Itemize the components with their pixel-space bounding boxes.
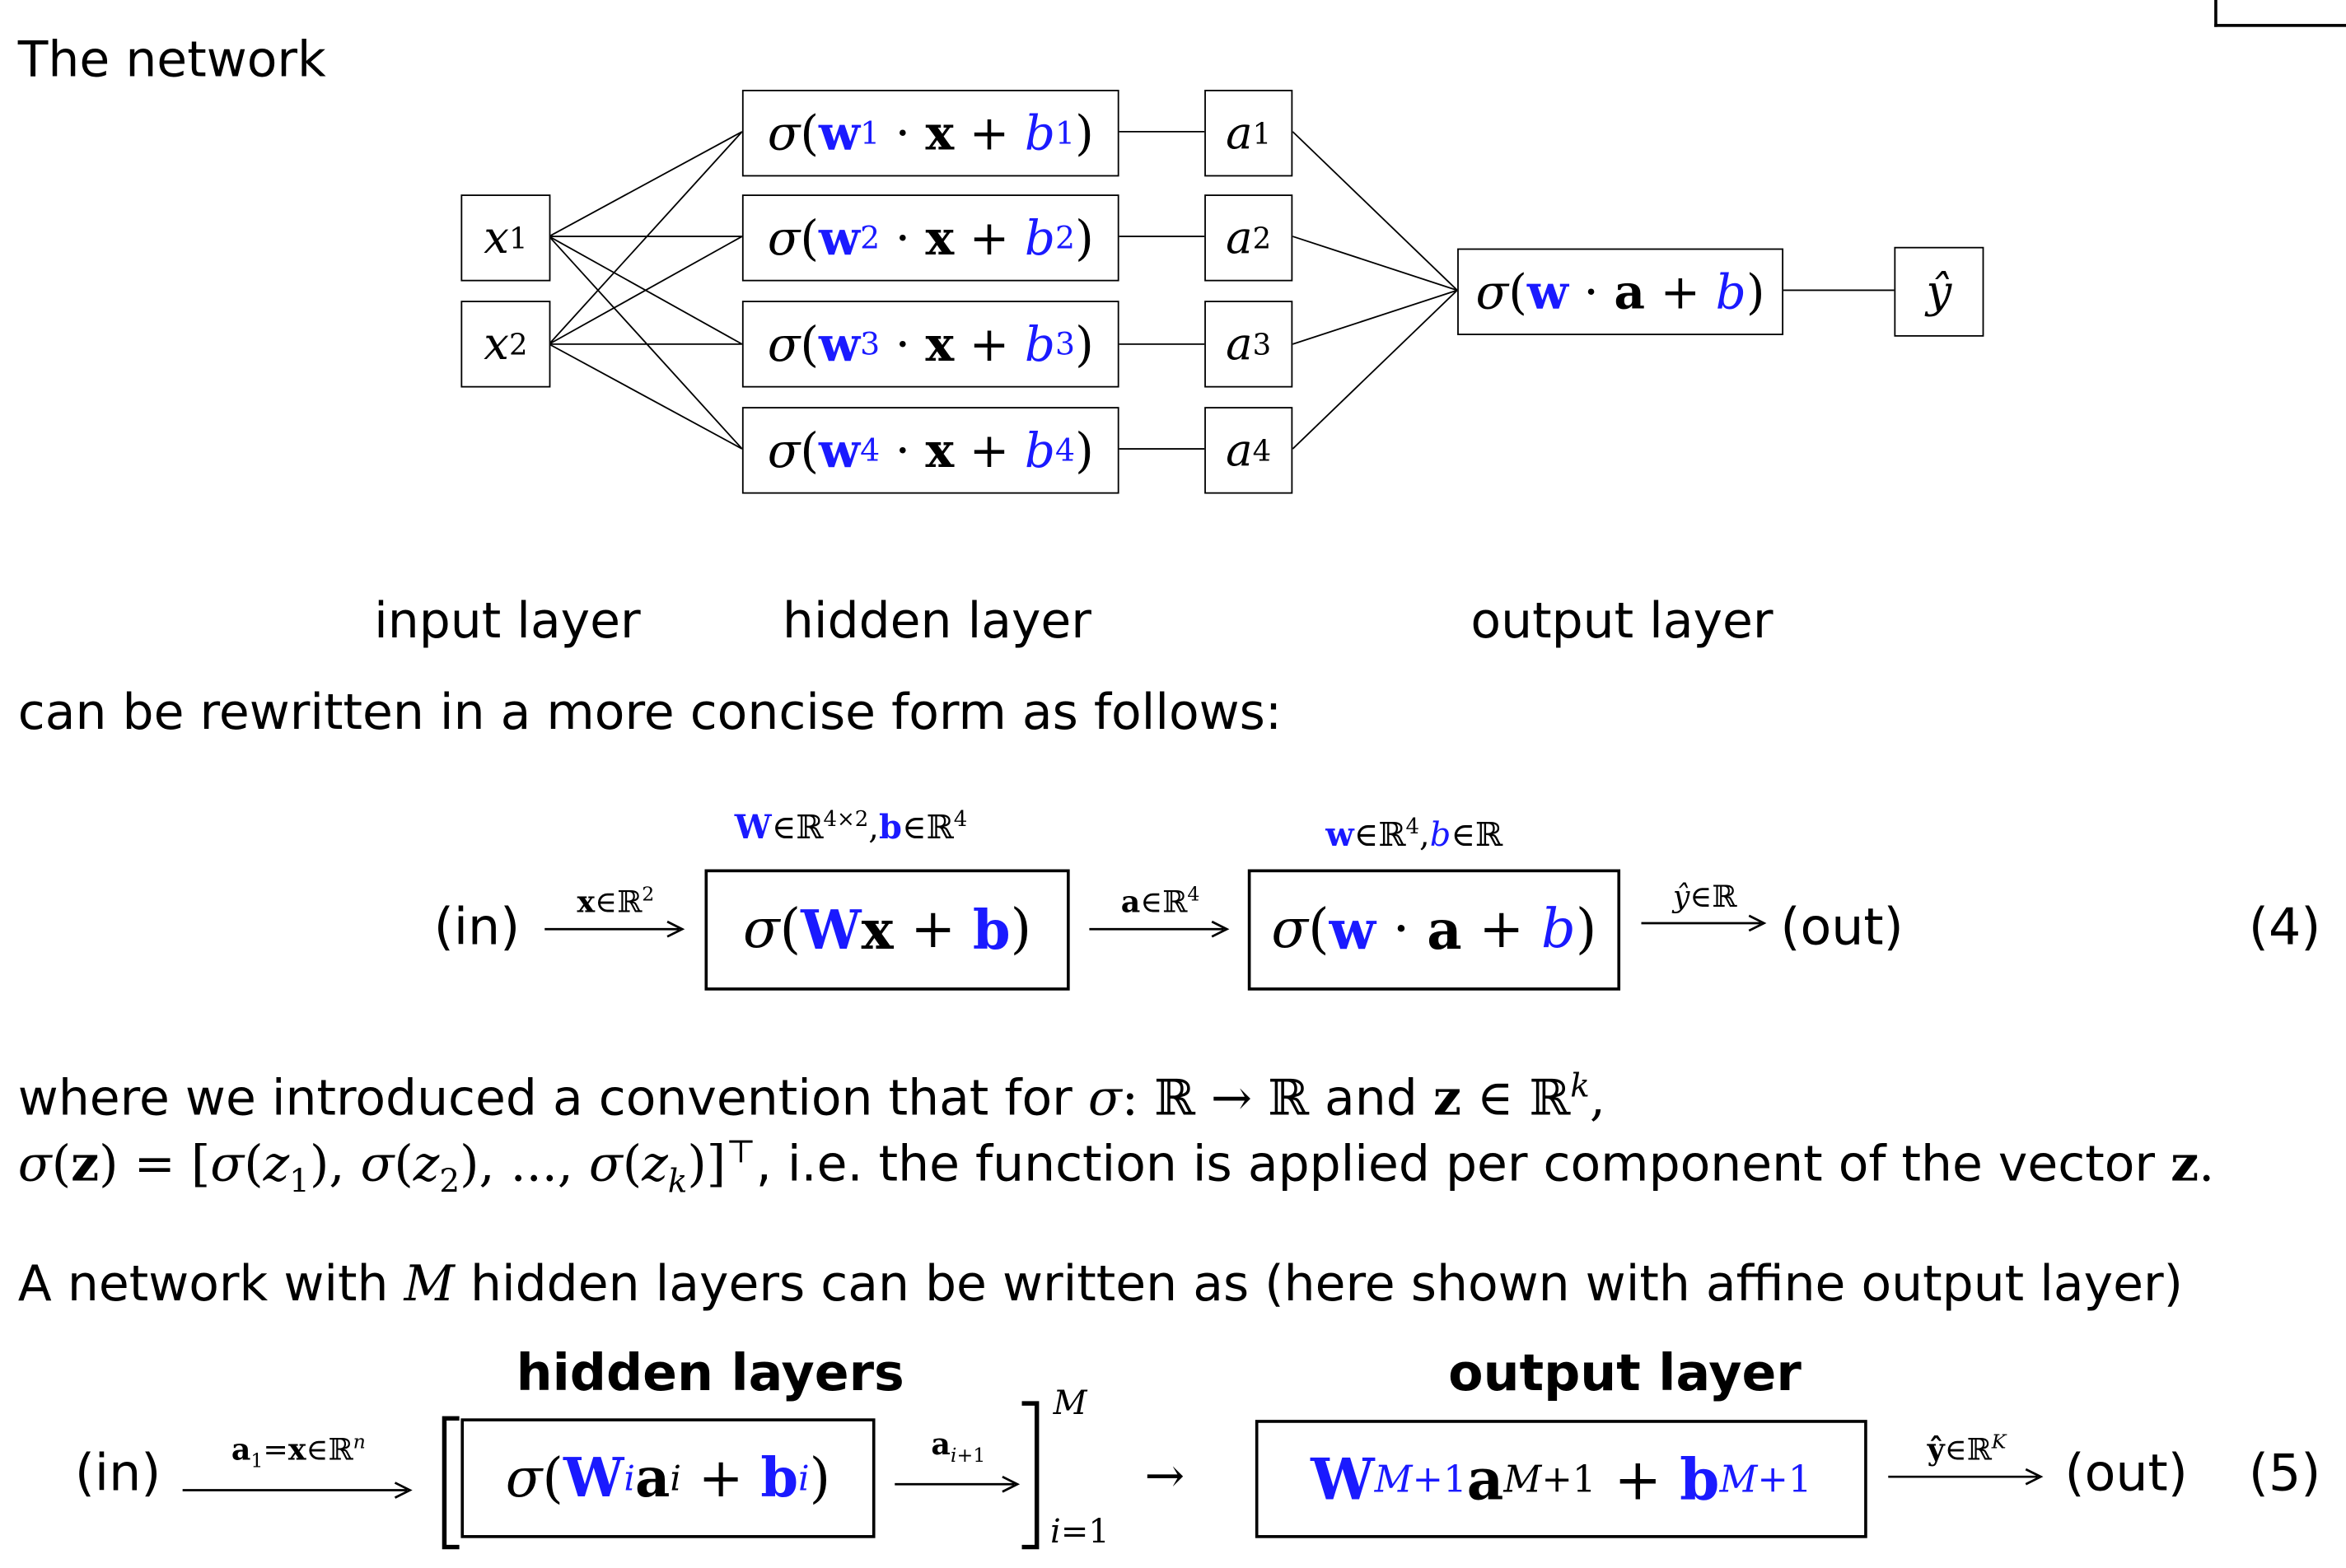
arrow-right-icon [544,920,685,937]
left-bracket-icon [442,1416,460,1550]
slide-heading: The network [17,30,326,89]
output-layer-label: output layer [1470,590,1774,650]
eq4-out-label: (out) [1780,898,1904,958]
hidden-layer-label: hidden layer [782,590,1091,650]
eq5-out-label: (out) [2064,1444,2188,1504]
m-layers-sentence: A network with M hidden layers can be wr… [17,1253,2184,1313]
eq5-superscript-M: M [1053,1385,1087,1423]
arrow-right-icon [1888,1468,2044,1485]
eq4-box1-params: W∈ℝ4×2,b∈ℝ4 [734,808,968,847]
convention-line-2: σ(z) = [σ(z1), σ(z2), ..., σ(zk)]⊤, i.e.… [17,1134,2215,1202]
eq5-arrow-output: ŷ∈ℝK [1888,1427,2045,1486]
input-layer-label: input layer [374,590,641,650]
right-bracket-icon [1021,1401,1040,1550]
eq5-hidden-title: hidden layers [516,1343,904,1404]
eq4-arrow-y: ŷ∈ℝ [1641,880,1768,933]
slide-number-frame [2214,0,2346,27]
eq5-in-label: (in) [74,1444,161,1504]
eq4-output-box: σ(w · a + b) [1247,869,1621,991]
arrow-right-icon [1641,914,1767,932]
eq4-in-label: (in) [433,898,521,958]
eq4-box2-params: w∈ℝ4,b∈ℝ [1325,815,1503,855]
eq4-number: (4) [2248,898,2321,958]
eq4-arrow-a: a∈ℝ4 [1089,880,1231,939]
eq5-arrow-hidden: ai+1 [895,1427,1021,1495]
convention-line-1: where we introduced a convention that fo… [17,1068,1605,1127]
eq4-arrow-x: x∈ℝ2 [544,880,687,939]
eq5-number: (5) [2248,1444,2321,1504]
output-node: σ(w · a + b) [1457,248,1784,335]
arrow-right-icon [182,1481,413,1499]
arrow-right-icon [1089,920,1230,937]
arrow-right-icon [895,1475,1021,1493]
eq5-arrow-input: a1=x∈ℝn [182,1427,415,1500]
rewrite-sentence: can be rewritten in a more concise form … [17,682,1283,741]
eq5-mid-arrow: → [1144,1446,1185,1504]
network-connections [548,130,1895,450]
prediction-node-yhat: ŷ [1894,246,1984,337]
eq5-output-title: output layer [1448,1343,1802,1404]
eq5-subscript-index: i=1 [1050,1514,1110,1552]
